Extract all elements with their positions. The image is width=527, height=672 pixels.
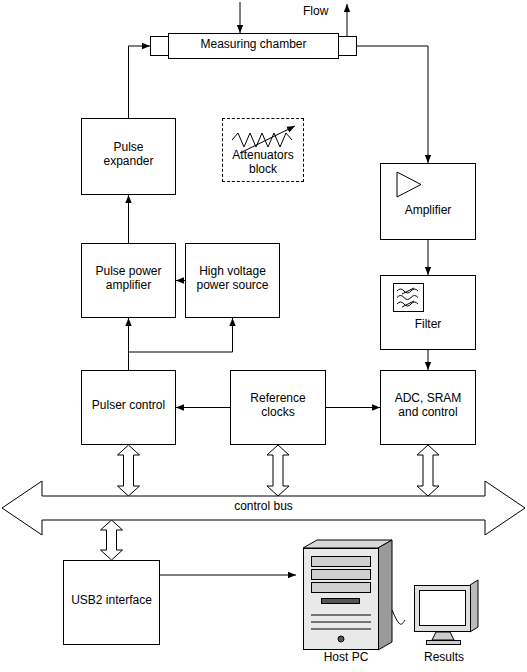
node-label: Host PC: [324, 651, 369, 665]
node-label: Pulser control: [92, 399, 165, 413]
node-label: control bus: [234, 500, 293, 514]
process-box: Pulse expander: [81, 118, 176, 195]
process-box: USB2 interface: [63, 560, 160, 645]
filter-symbol: [394, 284, 424, 312]
signal-arrow: [176, 407, 230, 408]
process-box: Pulser control: [81, 370, 176, 445]
signal-arrow: [428, 350, 429, 370]
pc-tower: [303, 540, 392, 650]
filter-waves: [397, 289, 418, 306]
signal-arrow: [357, 46, 428, 163]
process-box: ADC, SRAM and control: [380, 370, 476, 445]
bus-link-arrow: [417, 445, 439, 496]
flow-in-arrow: [240, 2, 241, 33]
signal-arrow: [176, 280, 185, 281]
node-label: Reference clocks: [236, 392, 320, 420]
node-label: Attenuators block: [228, 149, 298, 177]
signal-arrow: [128, 195, 129, 243]
node-label: Pulse power amplifier: [87, 265, 170, 293]
node-label: USB2 interface: [71, 594, 152, 608]
attenuator-box: Attenuators block: [222, 118, 304, 182]
chamber-tube: [169, 34, 339, 59]
bus-arrow: control bus: [0, 481, 527, 535]
signal-arrow: [129, 46, 151, 118]
node-label: Pulse expander: [87, 141, 170, 169]
flow-label: Flow: [303, 5, 328, 19]
bus-link-arrow: [101, 520, 123, 560]
node-label: Results: [424, 651, 464, 665]
process-box: Filter: [380, 275, 476, 350]
signal-arrow: [428, 240, 429, 275]
flow-out-arrow: [347, 4, 348, 36]
node-label: Filter: [415, 318, 442, 332]
filter-stroke: [402, 301, 414, 307]
chamber-cap: [339, 37, 357, 56]
computer-icon: Host PC: [296, 540, 396, 668]
process-box: Reference clocks: [230, 370, 326, 445]
process-box: Amplifier: [380, 163, 476, 240]
attenuator-symbol: [232, 133, 292, 147]
node-label: Measuring chamber: [200, 38, 306, 52]
signal-arrow: [129, 318, 233, 370]
signal-arrow: [326, 407, 380, 408]
monitor: [415, 580, 479, 645]
node-label: Amplifier: [405, 204, 452, 218]
chamber-box: Measuring chamber: [150, 33, 357, 59]
bus-link-arrow: [118, 445, 140, 496]
filter-stroke: [402, 288, 414, 294]
signal-arrow: [160, 575, 296, 576]
amplifier-symbol: [397, 172, 421, 197]
node-label: ADC, SRAM and control: [386, 392, 470, 420]
chamber-cap: [151, 37, 169, 56]
node-label: High voltage power source: [191, 265, 274, 293]
process-box: Pulse power amplifier: [81, 243, 176, 318]
monitor-icon: Results: [405, 575, 483, 668]
bus-link-arrow: [267, 445, 289, 496]
bus-outline: [2, 481, 525, 535]
signal-arrow: [392, 610, 405, 624]
process-box: High voltage power source: [185, 243, 280, 318]
